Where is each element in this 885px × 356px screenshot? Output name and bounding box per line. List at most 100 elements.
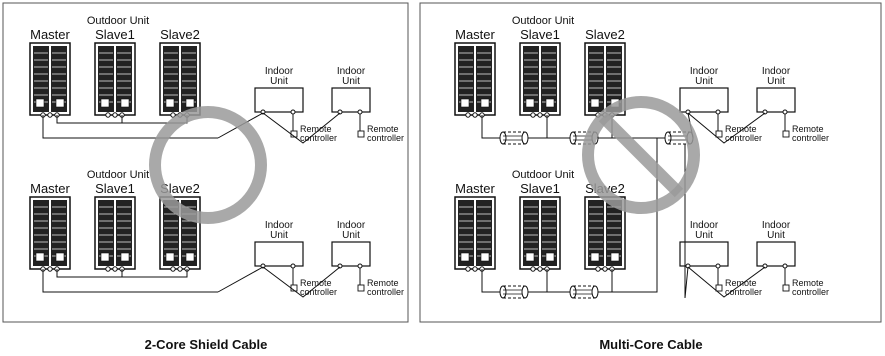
indoor-unit-box (679, 241, 729, 267)
terminal-icon (337, 263, 343, 269)
outdoor-unit-icon (29, 196, 71, 272)
terminal-icon (337, 109, 343, 115)
terminal-icon (357, 263, 363, 269)
remote-controller-label: controller (792, 133, 829, 143)
outdoor-unit-label: Slave1 (520, 181, 560, 196)
indoor-unit-box (756, 87, 796, 113)
multi-core-cable-icon (499, 285, 529, 299)
outdoor-unit-icon (94, 196, 136, 272)
left-panel-frame (2, 2, 409, 323)
indoor-unit-label: Unit (270, 76, 288, 87)
remote-controller-label: controller (792, 287, 829, 297)
remote-controller-label: Remote (725, 124, 757, 134)
outdoor-unit-icon (159, 42, 201, 118)
indoor-unit-label: Indoor (690, 66, 719, 77)
outdoor-unit-icon (454, 42, 496, 118)
terminal-icon (357, 109, 363, 115)
remote-controller-label: controller (367, 133, 404, 143)
remote-controller-icon (357, 130, 365, 138)
indoor-unit-label: Unit (270, 230, 288, 241)
outdoor-unit-icon (519, 42, 561, 118)
prohibited-slash (598, 112, 684, 198)
indoor-unit-label: Indoor (265, 220, 294, 231)
right-caption: Multi-Core Cable (599, 337, 702, 352)
indoor-unit-label: Unit (767, 230, 785, 241)
outdoor-unit-label: Slave1 (95, 27, 135, 42)
remote-controller-label: controller (300, 133, 337, 143)
outdoor-unit-label: Master (30, 27, 70, 42)
outdoor-unit-icon (454, 196, 496, 272)
remote-controller-label: Remote (725, 278, 757, 288)
indoor-unit-label: Unit (695, 230, 713, 241)
remote-controller-icon (715, 284, 723, 292)
terminal-icon (290, 109, 296, 115)
outdoor-unit-icon (94, 42, 136, 118)
outdoor-unit-title: Outdoor Unit (87, 15, 149, 27)
terminal-icon (715, 263, 721, 269)
indoor-unit-box (756, 241, 796, 267)
outdoor-unit-label: Slave2 (585, 27, 625, 42)
terminal-icon (762, 263, 768, 269)
outdoor-unit-title: Outdoor Unit (87, 169, 149, 181)
ok-circle-icon (149, 106, 267, 224)
terminal-icon (290, 263, 296, 269)
outdoor-unit-icon (519, 196, 561, 272)
remote-controller-label: Remote (300, 278, 332, 288)
outdoor-unit-title: Outdoor Unit (512, 15, 574, 27)
outdoor-unit-label: Slave2 (160, 27, 200, 42)
indoor-unit-label: Unit (695, 76, 713, 87)
outdoor-unit-label: Slave2 (160, 181, 200, 196)
indoor-unit-label: Unit (342, 230, 360, 241)
indoor-unit-label: Indoor (762, 220, 791, 231)
outdoor-unit-label: Master (30, 181, 70, 196)
outdoor-unit-icon (29, 42, 71, 118)
indoor-unit-box (679, 87, 729, 113)
prohibited-circle-icon (582, 96, 700, 214)
indoor-unit-label: Indoor (265, 66, 294, 77)
remote-controller-icon (782, 284, 790, 292)
remote-controller-icon (715, 130, 723, 138)
outdoor-unit-title: Outdoor Unit (512, 169, 574, 181)
terminal-icon (782, 263, 788, 269)
remote-controller-label: Remote (367, 278, 399, 288)
indoor-unit-label: Unit (767, 76, 785, 87)
remote-controller-label: controller (725, 287, 762, 297)
indoor-unit-box (254, 87, 304, 113)
indoor-unit-label: Indoor (690, 220, 719, 231)
remote-controller-label: Remote (792, 124, 824, 134)
left-caption: 2-Core Shield Cable (145, 337, 268, 352)
indoor-unit-box (331, 87, 371, 113)
indoor-unit-box (254, 241, 304, 267)
terminal-icon (715, 109, 721, 115)
indoor-unit-label: Unit (342, 76, 360, 87)
terminal-icon (762, 109, 768, 115)
prohibited-ring (582, 96, 700, 214)
right-panel-frame (419, 2, 882, 323)
outdoor-unit-label: Slave1 (95, 181, 135, 196)
remote-controller-icon (782, 130, 790, 138)
outdoor-unit-label: Master (455, 181, 495, 196)
indoor-unit-label: Indoor (337, 220, 366, 231)
multi-core-cable-icon (499, 131, 529, 145)
multi-core-cable-icon (569, 285, 599, 299)
outdoor-unit-label: Master (455, 27, 495, 42)
indoor-unit-label: Indoor (337, 66, 366, 77)
remote-controller-label: Remote (300, 124, 332, 134)
remote-controller-label: Remote (367, 124, 399, 134)
remote-controller-label: controller (300, 287, 337, 297)
